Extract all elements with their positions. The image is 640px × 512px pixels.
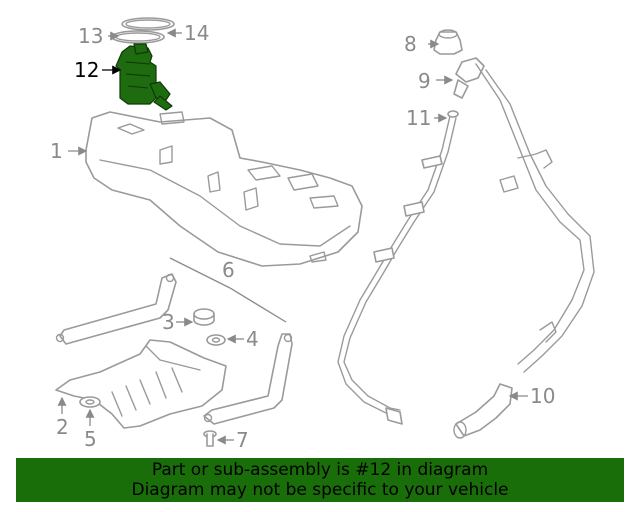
callout-4: 4 xyxy=(246,327,259,351)
hose-part-10 xyxy=(453,383,513,439)
vent-line-part-11 xyxy=(337,110,459,425)
filler-pipe xyxy=(475,63,595,373)
callout-8: 8 xyxy=(404,32,417,56)
callout-1: 1 xyxy=(50,139,63,163)
callout-2: 2 xyxy=(56,415,69,439)
fuel-pump-module-part-12[interactable] xyxy=(115,43,173,111)
gasket-ring-part-13 xyxy=(111,30,165,44)
banner-line-1: Part or sub-assembly is #12 in diagram xyxy=(151,460,489,480)
heat-shield-part-2 xyxy=(55,339,227,429)
fuel-tank-part-1 xyxy=(85,111,363,267)
bolt-part-7 xyxy=(203,430,217,447)
callout-11: 11 xyxy=(406,106,431,130)
info-banner: Part or sub-assembly is #12 in diagram D… xyxy=(16,458,624,502)
callout-12[interactable]: 12 xyxy=(74,58,99,82)
bushing-part-3 xyxy=(193,308,215,326)
gasket-ring-part-14 xyxy=(121,17,175,31)
filler-neck-part-9 xyxy=(453,57,485,99)
callout-14: 14 xyxy=(184,21,209,45)
callout-6: 6 xyxy=(222,258,235,282)
callout-10: 10 xyxy=(530,384,555,408)
callout-13: 13 xyxy=(78,24,103,48)
callout-7: 7 xyxy=(236,428,249,452)
washer-part-5 xyxy=(79,396,101,408)
callout-5: 5 xyxy=(84,427,97,451)
fuel-cap-part-8 xyxy=(433,29,463,55)
tank-strap-part-6 xyxy=(55,257,293,425)
grommet-part-4 xyxy=(206,334,226,346)
banner-line-2: Diagram may not be specific to your vehi… xyxy=(131,480,509,500)
callout-3: 3 xyxy=(162,310,175,334)
callout-9: 9 xyxy=(418,69,431,93)
